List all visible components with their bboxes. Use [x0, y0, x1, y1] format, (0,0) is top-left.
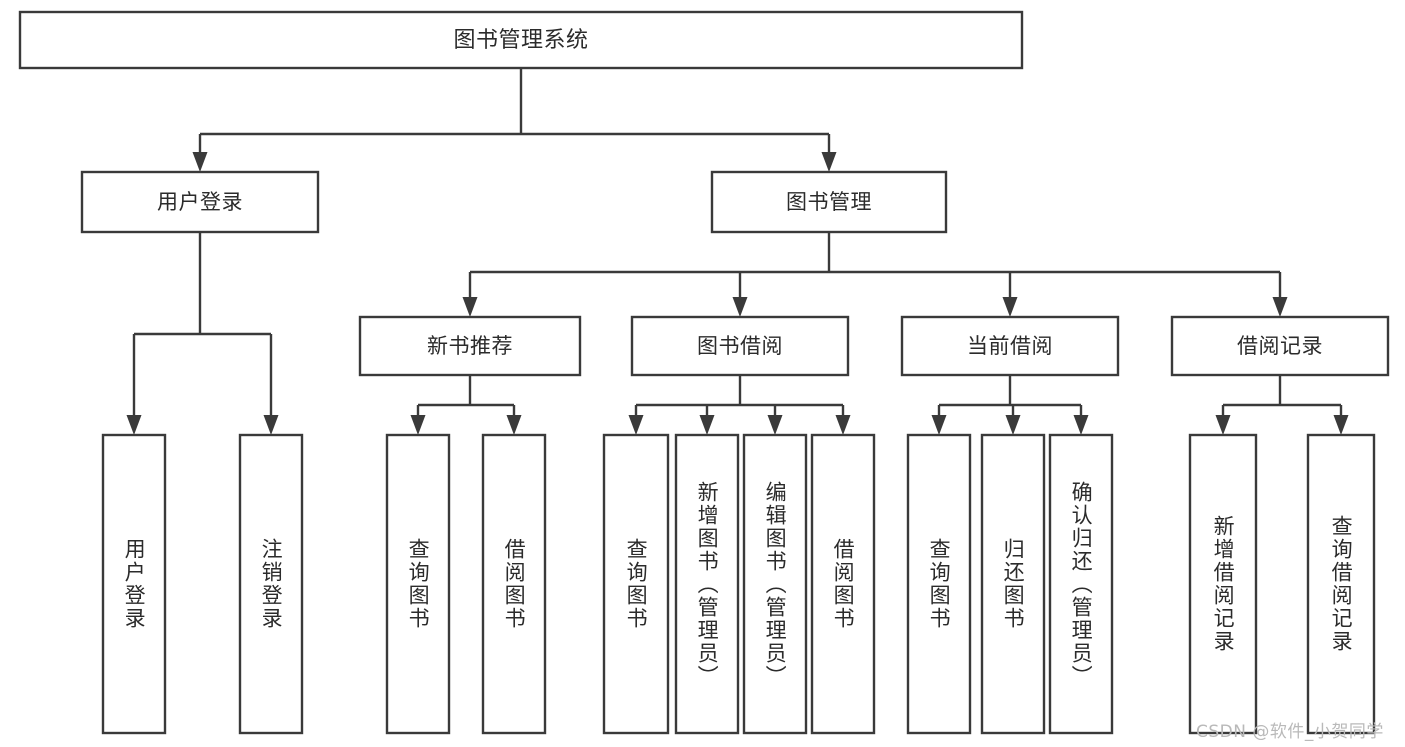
node-nb-borrow-book[interactable]	[481, 433, 547, 735]
node-borrow-record-label: 借阅记录	[1237, 334, 1323, 358]
node-user-login-label: 用户登录	[157, 190, 243, 214]
node-user-login-do[interactable]	[101, 433, 167, 735]
node-root-label: 图书管理系统	[453, 28, 588, 53]
node-new-book-recommend[interactable]	[358, 315, 582, 377]
arrow-to-cb-query-book-head	[931, 415, 947, 435]
arrow-to-bb-query-book-head	[628, 415, 644, 435]
arrow-to-user-logout-head	[263, 415, 279, 435]
arrow-to-nb-query-book-head	[410, 415, 426, 435]
node-boxes-layer	[18, 10, 1390, 735]
arrow-to-cb-confirm-return-head	[1073, 415, 1089, 435]
node-br-query-record[interactable]	[1306, 433, 1376, 735]
node-bb-edit-book[interactable]	[742, 433, 808, 735]
node-current-borrow-label: 当前借阅	[967, 334, 1053, 358]
arrow-to-current-borrow-head	[1002, 297, 1018, 317]
node-current-borrow[interactable]	[900, 315, 1120, 377]
arrow-to-borrow-record-head	[1272, 297, 1288, 317]
connectors-layer	[126, 68, 1349, 435]
arrow-to-bb-edit-book-head	[767, 415, 783, 435]
node-borrow-record[interactable]	[1170, 315, 1390, 377]
arrow-to-br-add-record-head	[1215, 415, 1231, 435]
node-user-logout[interactable]	[238, 433, 304, 735]
node-br-add-record[interactable]	[1188, 433, 1258, 735]
node-bb-add-book[interactable]	[674, 433, 740, 735]
node-book-borrow[interactable]	[630, 315, 850, 377]
arrow-to-book-manage-head	[821, 152, 837, 172]
node-book-manage-label: 图书管理	[786, 190, 872, 214]
node-book-manage[interactable]	[710, 170, 948, 234]
node-bb-query-book[interactable]	[602, 433, 670, 735]
node-cb-return-book[interactable]	[980, 433, 1046, 735]
arrow-to-new-book-recommend-head	[462, 297, 478, 317]
node-book-borrow-label: 图书借阅	[697, 334, 783, 358]
arrow-to-cb-return-book-head	[1005, 415, 1021, 435]
node-cb-query-book[interactable]	[906, 433, 972, 735]
node-user-login[interactable]	[80, 170, 320, 234]
arrow-to-user-login-head	[192, 152, 208, 172]
node-nb-query-book[interactable]	[385, 433, 451, 735]
arrow-to-bb-add-book-head	[699, 415, 715, 435]
node-new-book-recommend-label: 新书推荐	[427, 334, 513, 358]
arrow-to-user-login-do-head	[126, 415, 142, 435]
arrow-to-nb-borrow-book-head	[506, 415, 522, 435]
arrow-to-bb-borrow-book-head	[835, 415, 851, 435]
node-root[interactable]	[18, 10, 1024, 70]
node-bb-borrow-book[interactable]	[810, 433, 876, 735]
arrow-to-br-query-record-head	[1333, 415, 1349, 435]
arrow-to-book-borrow-head	[732, 297, 748, 317]
node-cb-confirm-return[interactable]	[1048, 433, 1114, 735]
csdn-watermark: CSDN @软件_小贺同学	[1196, 722, 1384, 742]
